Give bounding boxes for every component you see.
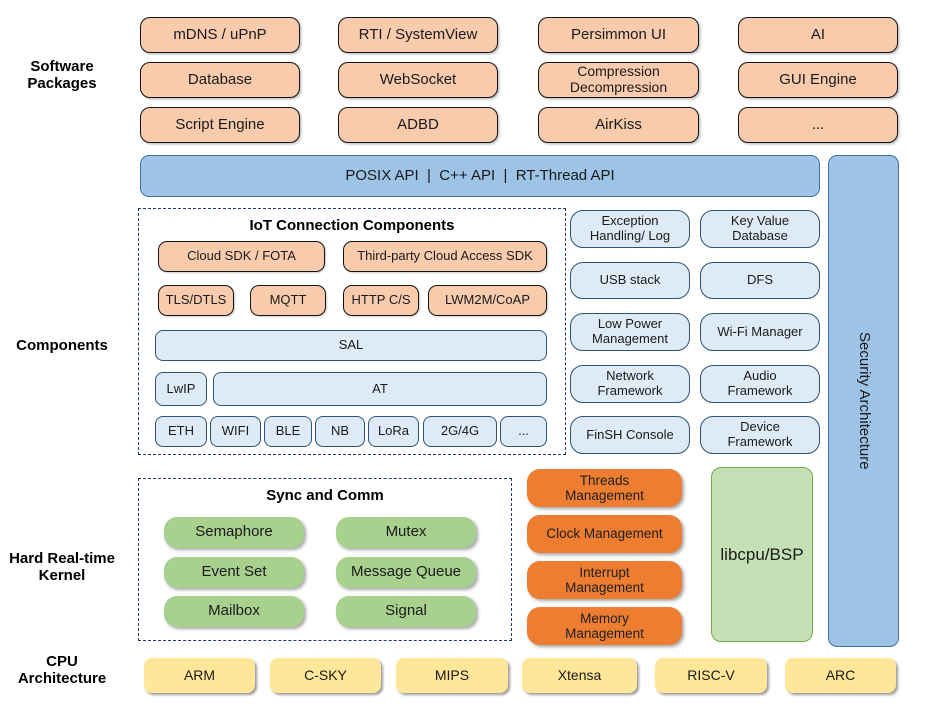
cpu-arc: ARC [785,658,896,693]
sync-semaphore: Semaphore [164,517,304,548]
cpu-arm: ARM [144,658,255,693]
kernel-clock-management: Clock Management [527,515,682,553]
iot-sal-layer: SAL [155,330,547,361]
sync-comm-title: Sync and Comm [266,487,384,504]
iot-thirdparty-cloud: Third-party Cloud Access SDK [343,241,547,272]
service-audio-framework: Audio Framework [700,365,820,403]
iot-components-title: IoT Connection Components [249,217,455,234]
kernel-memory-management: Memory Management [527,607,682,645]
cpu-mips: MIPS [396,658,508,693]
sync-comm-zone [138,478,512,641]
iot-tls-dtls: TLS/DTLS [158,285,234,316]
service-usb-stack: USB stack [570,262,690,299]
service-network-framework: Network Framework [570,365,690,403]
iot-lwm2m-coap: LWM2M/CoAP [428,285,547,316]
sync-signal: Signal [336,596,476,627]
package-more: ... [738,107,898,143]
sync-mailbox: Mailbox [164,596,304,627]
package-ai: AI [738,17,898,53]
iot-link-nb: NB [315,416,365,447]
api-layer-bar: POSIX API | C++ API | RT-Thread API [140,155,820,197]
iot-cloud-sdk-fota: Cloud SDK / FOTA [158,241,325,272]
package-mdns-upnp: mDNS / uPnP [140,17,300,53]
iot-link-2g4g: 2G/4G [423,416,497,447]
layer-label-cpu-architecture: CPU Architecture [17,653,107,688]
cpu-risc-v: RISC-V [655,658,767,693]
iot-mqtt: MQTT [250,285,326,316]
package-adbd: ADBD [338,107,498,143]
service-wifi-manager: Wi-Fi Manager [700,313,820,351]
iot-lwip: LwIP [155,372,207,406]
iot-link-more: ... [500,416,547,447]
sync-mutex: Mutex [336,517,476,548]
kernel-interrupt-management: Interrupt Management [527,561,682,599]
cpu-xtensa: Xtensa [522,658,637,693]
package-gui-engine: GUI Engine [738,62,898,98]
iot-link-wifi: WIFI [210,416,261,447]
security-architecture-label: Security Architecture [855,332,873,470]
libcpu-bsp: libcpu/BSP [711,467,813,642]
sync-message-queue: Message Queue [336,557,476,588]
layer-label-kernel: Hard Real-time Kernel [9,550,115,585]
service-finsh-console: FinSH Console [570,416,690,454]
service-key-value-db: Key Value Database [700,210,820,248]
iot-at: AT [213,372,547,406]
iot-http-cs: HTTP C/S [343,285,419,316]
service-low-power: Low Power Management [570,313,690,351]
service-exception-log: Exception Handling/ Log [570,210,690,248]
package-persimmon-ui: Persimmon UI [538,17,699,53]
cpu-c-sky: C-SKY [270,658,381,693]
package-database: Database [140,62,300,98]
package-rti-systemview: RTI / SystemView [338,17,498,53]
package-script-engine: Script Engine [140,107,300,143]
package-compression: Compression Decompression [538,62,699,98]
kernel-threads-management: Threads Management [527,469,682,507]
layer-label-components: Components [16,337,108,354]
service-dfs: DFS [700,262,820,299]
layer-label-software-packages: Software Packages [27,58,97,93]
iot-link-lora: LoRa [368,416,419,447]
iot-link-ble: BLE [264,416,312,447]
sync-event-set: Event Set [164,557,304,588]
package-websocket: WebSocket [338,62,498,98]
iot-link-eth: ETH [155,416,207,447]
security-architecture-bar: Security Architecture [828,155,899,647]
iot-components-zone [138,208,566,455]
service-device-framework: Device Framework [700,416,820,454]
package-airkiss: AirKiss [538,107,699,143]
